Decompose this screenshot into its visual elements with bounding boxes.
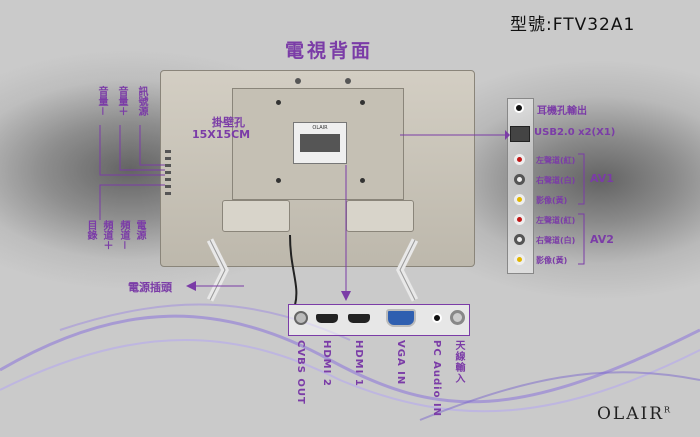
antenna-jack-icon [450, 310, 465, 325]
antenna-input-label: 天線輸入 [453, 340, 464, 384]
mount-hole-icon [276, 178, 281, 183]
av1-red-jack-icon [514, 154, 525, 165]
rating-sticker: OLAIR [293, 122, 347, 164]
earphone-jack-icon [514, 103, 524, 113]
av1-right-label: 右聲道(白) [536, 176, 576, 185]
pc-audio-in-label: PC Audio IN [431, 340, 442, 418]
av2-video-label: 影像(黃) [536, 256, 568, 265]
vga-in-label: VGA IN [395, 340, 406, 386]
page-title: 電視背面 [285, 40, 374, 62]
usb-port-icon [510, 126, 530, 142]
label-channel-down: 頻道－ [118, 220, 129, 250]
wall-mount-size: 15X15CM [192, 128, 251, 141]
mount-hole-icon [276, 100, 281, 105]
usb-label: USB2.0 x2(X1) [534, 127, 616, 138]
side-panel-leader [400, 130, 510, 140]
screw-icon [295, 78, 301, 84]
earphone-label: 耳機孔輸出 [537, 106, 587, 117]
label-menu: 目錄 [85, 220, 96, 240]
brand-logo: OLAIRR [597, 404, 672, 424]
side-port-panel [507, 98, 534, 274]
mount-hole-icon [360, 100, 365, 105]
av1-group-label: AV1 [590, 172, 614, 185]
av2-right-label: 右聲道(白) [536, 236, 576, 245]
av1-left-label: 左聲道(紅) [536, 156, 576, 165]
label-volume-down: 音量－ [96, 86, 107, 116]
model-number: 型號:FTV32A1 [510, 15, 636, 35]
av-brackets [578, 153, 585, 265]
brand-name: OLAIR [597, 404, 665, 424]
av1-video-label: 影像(黃) [536, 196, 568, 205]
mount-hole-icon [360, 178, 365, 183]
hdmi2-port-icon [316, 314, 338, 323]
stand-bracket-left [222, 200, 290, 232]
cvbs-out-label: CVBS OUT [295, 340, 306, 405]
stand-bracket-right [346, 200, 414, 232]
bottom-port-panel [288, 304, 470, 336]
av2-red-jack-icon [514, 214, 525, 225]
hdmi1-label: HDMI 1 [353, 340, 364, 387]
cvbs-out-jack-icon [294, 311, 308, 325]
pc-audio-jack-icon [432, 313, 442, 323]
bottom-panel-leader [341, 165, 351, 301]
wall-mount-label: 掛壁孔 [212, 116, 245, 129]
screw-icon [345, 78, 351, 84]
label-power: 電源 [134, 220, 145, 240]
vga-port-icon [386, 309, 416, 327]
label-volume-up: 音量＋ [116, 86, 127, 116]
av1-yellow-jack-icon [514, 194, 525, 205]
arrow-left-icon [186, 281, 244, 291]
av1-white-jack-icon [514, 174, 525, 185]
av2-group-label: AV2 [590, 233, 614, 246]
label-source: 訊號源 [136, 86, 147, 116]
av2-left-label: 左聲道(紅) [536, 216, 576, 225]
button-leader-lines [99, 125, 165, 220]
av2-yellow-jack-icon [514, 254, 525, 265]
registered-mark: R [664, 405, 673, 415]
power-socket-label: 電源插頭 [128, 281, 172, 294]
stand-legs [206, 234, 419, 305]
label-channel-up: 頻道＋ [101, 220, 112, 250]
sticker-brand: OLAIR [312, 125, 328, 131]
side-button-strip [165, 150, 171, 195]
hdmi2-label: HDMI 2 [321, 340, 332, 387]
av2-white-jack-icon [514, 234, 525, 245]
hdmi1-port-icon [348, 314, 370, 323]
